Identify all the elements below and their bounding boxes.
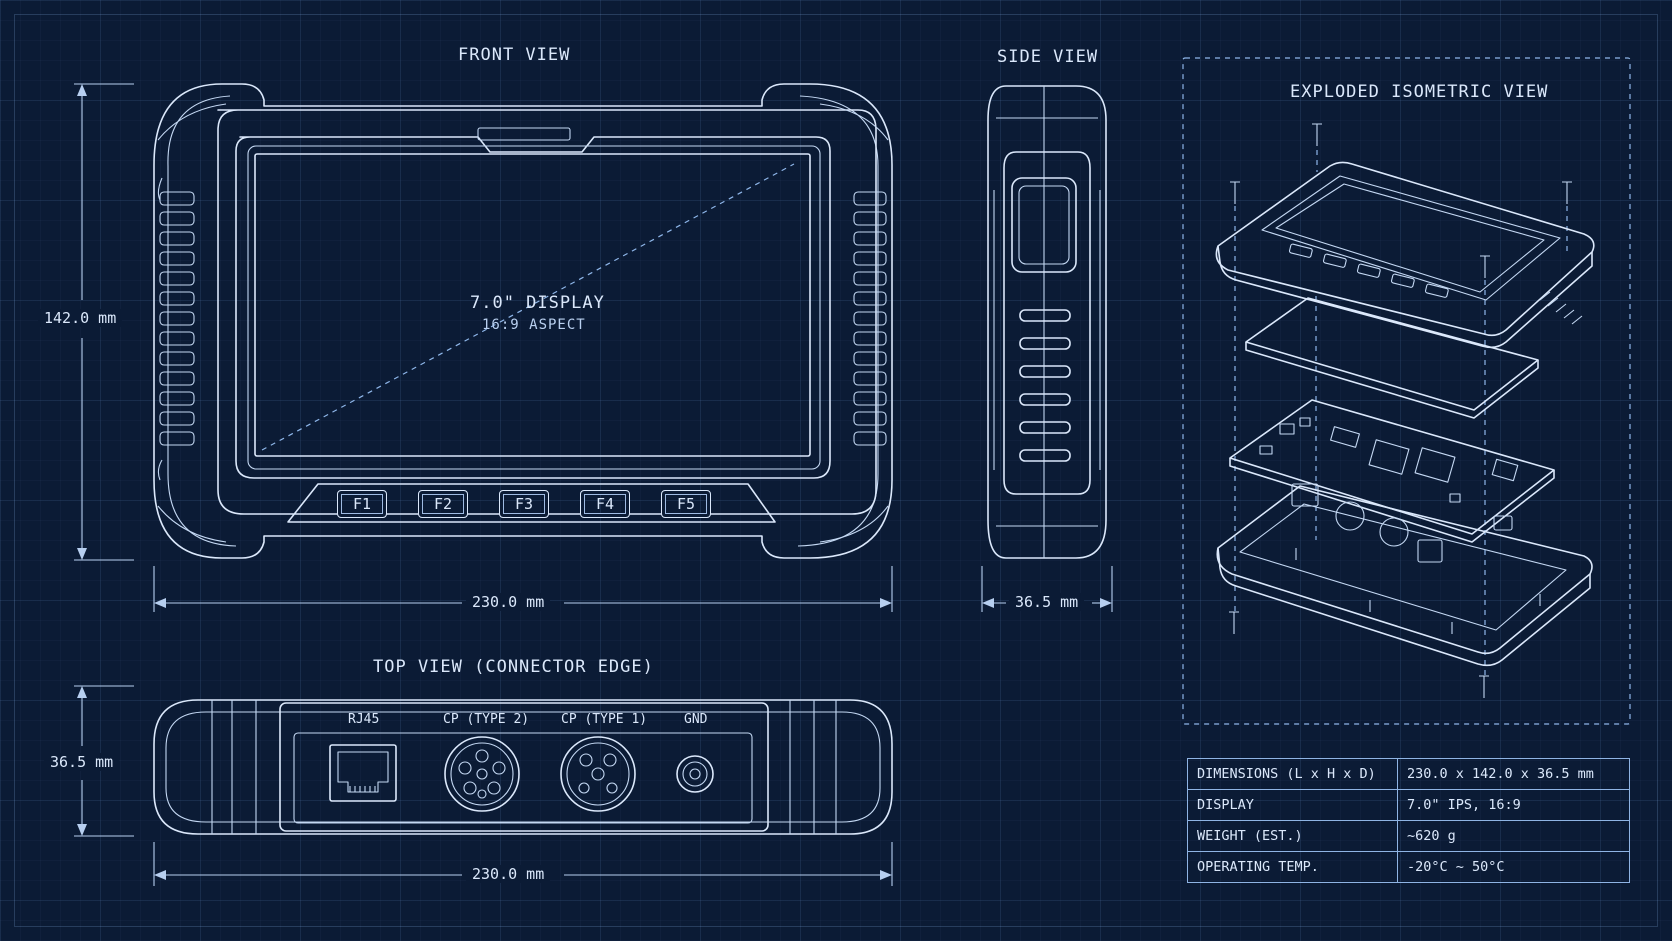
front-width-dimension: 230.0 mm bbox=[466, 593, 551, 611]
connector-label-cp-type2: CP (TYPE 2) bbox=[443, 712, 530, 727]
function-key-f1: F1 bbox=[337, 490, 387, 518]
side-depth-dimension: 36.5 mm bbox=[1009, 593, 1085, 611]
front-dimension-lines bbox=[74, 83, 893, 612]
top-view-drawing bbox=[153, 699, 893, 835]
spec-label: DIMENSIONS (L x H x D) bbox=[1187, 758, 1398, 790]
side-view-title: SIDE VIEW bbox=[997, 47, 1099, 67]
display-size-label: 7.0" DISPLAY bbox=[470, 293, 605, 313]
top-view-title: TOP VIEW (CONNECTOR EDGE) bbox=[373, 657, 654, 677]
drawing-border bbox=[14, 14, 1658, 927]
function-key-f2: F2 bbox=[418, 490, 468, 518]
function-key-f5: F5 bbox=[661, 490, 711, 518]
spec-value: ~620 g bbox=[1397, 820, 1630, 852]
spec-row: OPERATING TEMP. -20°C ~ 50°C bbox=[1187, 851, 1630, 883]
spec-row: WEIGHT (EST.) ~620 g bbox=[1187, 820, 1630, 852]
connector-label-rj45: RJ45 bbox=[348, 712, 380, 727]
spec-label: DISPLAY bbox=[1187, 789, 1398, 821]
top-depth-dimension: 36.5 mm bbox=[44, 753, 120, 771]
front-view-title: FRONT VIEW bbox=[458, 45, 571, 65]
spec-row: DISPLAY 7.0" IPS, 16:9 bbox=[1187, 789, 1630, 821]
spec-label: OPERATING TEMP. bbox=[1187, 851, 1398, 883]
spec-value: 230.0 x 142.0 x 36.5 mm bbox=[1397, 758, 1630, 790]
display-aspect-label: 16:9 ASPECT bbox=[482, 317, 586, 333]
connector-label-cp-type1: CP (TYPE 1) bbox=[561, 712, 648, 727]
exploded-view-title: EXPLODED ISOMETRIC VIEW bbox=[1290, 82, 1549, 102]
exploded-view-drawing bbox=[1215, 123, 1595, 698]
front-height-dimension: 142.0 mm bbox=[38, 309, 123, 327]
top-width-dimension: 230.0 mm bbox=[466, 865, 551, 883]
side-view-drawing bbox=[987, 85, 1107, 559]
spec-label: WEIGHT (EST.) bbox=[1187, 820, 1398, 852]
spec-value: 7.0" IPS, 16:9 bbox=[1397, 789, 1630, 821]
function-key-f3: F3 bbox=[499, 490, 549, 518]
connector-label-gnd: GND bbox=[684, 712, 708, 727]
spec-value: -20°C ~ 50°C bbox=[1397, 851, 1630, 883]
function-key-f4: F4 bbox=[580, 490, 630, 518]
exploded-view-frame bbox=[1182, 57, 1631, 725]
top-dimension-lines bbox=[74, 685, 893, 886]
spec-table: DIMENSIONS (L x H x D) 230.0 x 142.0 x 3… bbox=[1187, 758, 1630, 883]
spec-row: DIMENSIONS (L x H x D) 230.0 x 142.0 x 3… bbox=[1187, 758, 1630, 790]
side-dimension-lines bbox=[981, 566, 1113, 612]
front-view-drawing bbox=[153, 83, 893, 559]
